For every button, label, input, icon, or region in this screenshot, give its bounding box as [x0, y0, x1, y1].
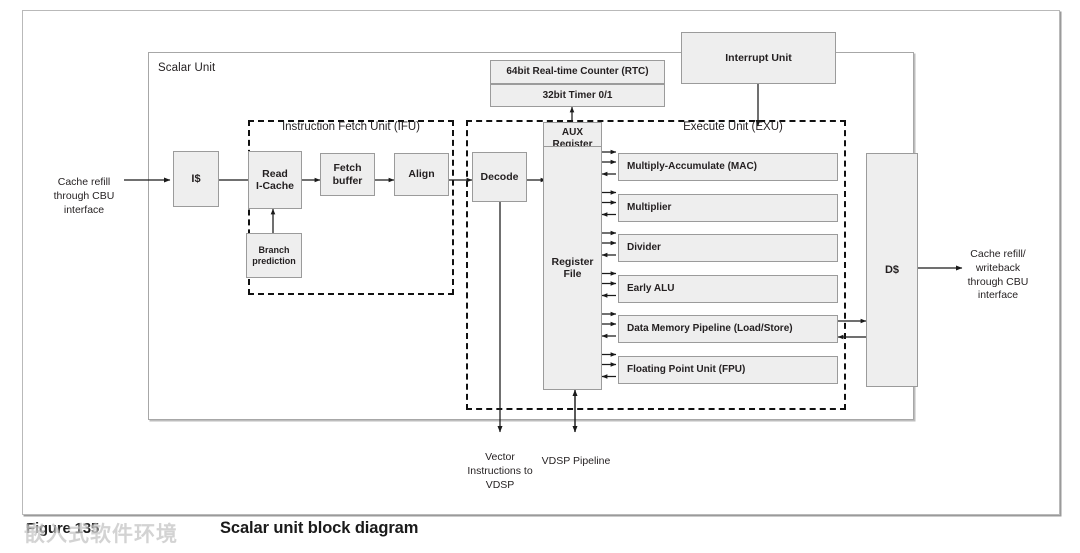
exu-unit-label-2: Divider: [627, 242, 661, 254]
exu-unit-5[interactable]: Floating Point Unit (FPU): [618, 355, 838, 384]
block-align-label: Align: [408, 168, 435, 181]
block-rtc-label: 64bit Real-time Counter (RTC): [506, 66, 649, 78]
exu-unit-label-0: Multiply-Accumulate (MAC): [627, 161, 757, 173]
figure-number: Figure 135: [26, 520, 100, 537]
block-rtc[interactable]: 64bit Real-time Counter (RTC): [490, 60, 665, 84]
figure-title: Scalar unit block diagram: [220, 519, 419, 537]
exu-label: Execute Unit (EXU): [683, 121, 783, 133]
annotation-vdsp-pipeline: VDSP Pipeline: [528, 441, 624, 469]
block-dcache-label: D$: [884, 263, 900, 276]
block-timer[interactable]: 32bit Timer 0/1: [490, 84, 665, 107]
block-interrupt-unit[interactable]: Interrupt Unit: [681, 32, 836, 84]
exu-unit-2[interactable]: Divider: [618, 234, 838, 262]
figure-caption: Figure 135 嵌入式软件环境 Scalar unit block dia…: [22, 518, 1058, 548]
exu-unit-0[interactable]: Multiply-Accumulate (MAC): [618, 153, 838, 181]
exu-unit-4[interactable]: Data Memory Pipeline (Load/Store): [618, 315, 838, 343]
block-icache-label: I$: [191, 172, 201, 185]
annotation-vdsp-pipeline-text: VDSP Pipeline: [541, 454, 611, 467]
block-interrupt-unit-label: Interrupt Unit: [725, 51, 792, 64]
exu-container: [466, 120, 846, 410]
block-icache[interactable]: I$: [173, 151, 219, 207]
exu-unit-label-3: Early ALU: [627, 282, 675, 294]
block-decode[interactable]: Decode: [472, 152, 527, 202]
block-timer-label: 32bit Timer 0/1: [542, 89, 613, 101]
exu-unit-label-5: Floating Point Unit (FPU): [627, 363, 746, 375]
block-dcache[interactable]: D$: [866, 153, 918, 387]
ifu-label: Instruction Fetch Unit (IFU): [281, 121, 421, 133]
exu-unit-label-1: Multiplier: [627, 201, 672, 213]
block-align[interactable]: Align: [394, 153, 449, 196]
exu-unit-3[interactable]: Early ALU: [618, 274, 838, 303]
exu-unit-1[interactable]: Multiplier: [618, 193, 838, 222]
block-decode-label: Decode: [480, 170, 519, 183]
exu-unit-label-4: Data Memory Pipeline (Load/Store): [627, 323, 793, 335]
scalar-unit-label: Scalar Unit: [158, 62, 216, 74]
